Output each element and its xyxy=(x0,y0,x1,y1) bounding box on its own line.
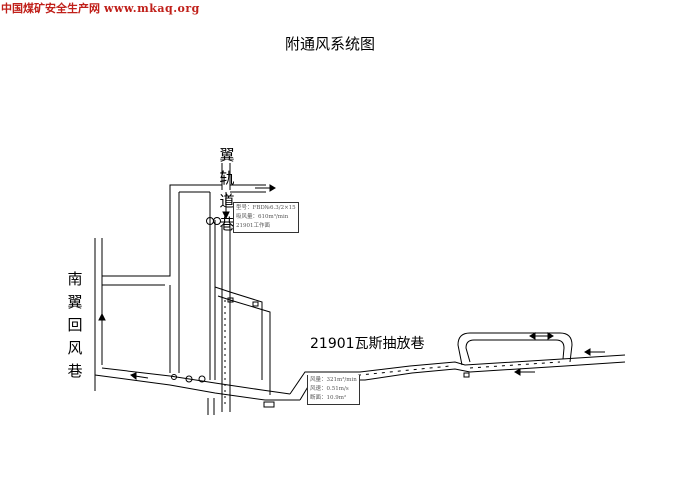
airflow-info-line-2: 风速：0.51m/s xyxy=(310,386,349,392)
arrow-down-head xyxy=(222,211,230,220)
fan-symbol-b xyxy=(213,217,221,225)
door-bottom xyxy=(263,401,275,408)
drainage-hatching xyxy=(349,365,451,377)
drainage-roadway-upper xyxy=(289,354,626,395)
fan-info-line-3: 21901工作面 xyxy=(236,223,270,229)
upper-connector-outer xyxy=(102,184,222,277)
branch-diagonal-a xyxy=(214,286,263,380)
left-roadway-label: 南翼回风巷 xyxy=(67,270,83,380)
regulator-a xyxy=(185,375,193,383)
drainage-loop-outer xyxy=(457,332,573,366)
door-a xyxy=(227,297,234,303)
bottom-return-upper xyxy=(101,367,291,395)
airflow-info-box: 风量：321m³/min 风速：0.51m/s 断面：10.9m² xyxy=(307,375,360,405)
arrow-bottom-left xyxy=(130,372,137,381)
arrow-left-far xyxy=(584,348,591,356)
fan-info-line-2: 吸风量：610m³/min xyxy=(236,214,289,220)
drainage-loop-inner xyxy=(465,339,565,363)
fan-info-box: 型号：FBD№6.3/2×15 吸风量：610m³/min 21901工作面 xyxy=(233,202,299,233)
door-b xyxy=(252,301,259,307)
fan-info-line-1: 型号：FBD№6.3/2×15 xyxy=(236,205,296,211)
airflow-info-line-3: 断面：10.9m² xyxy=(310,395,347,401)
watermark: 中国煤矿安全生产网 www.mkaq.org xyxy=(1,0,200,16)
right-roadway-label: 翼轨道巷 xyxy=(219,146,235,233)
arrow-up-left xyxy=(98,312,106,321)
arrow-left-mid xyxy=(514,368,521,376)
branch-diagonal-b xyxy=(217,295,271,395)
regulator-b xyxy=(198,375,206,383)
arrow-loop-right xyxy=(547,332,554,340)
drainage-roadway-label: 21901瓦斯抽放巷 xyxy=(310,336,425,352)
watermark-site: www.mkaq.org xyxy=(104,2,200,15)
diagram-title: 附通风系统图 xyxy=(285,35,376,53)
door-drainage xyxy=(463,372,470,378)
watermark-text: 中国煤矿安全生产网 xyxy=(1,2,100,15)
bottom-return-lower xyxy=(94,374,300,401)
arrow-loop-left xyxy=(529,332,536,340)
airflow-info-line-1: 风量：321m³/min xyxy=(310,377,357,383)
arrow-right-top xyxy=(269,184,276,192)
regulator-c xyxy=(171,374,177,380)
